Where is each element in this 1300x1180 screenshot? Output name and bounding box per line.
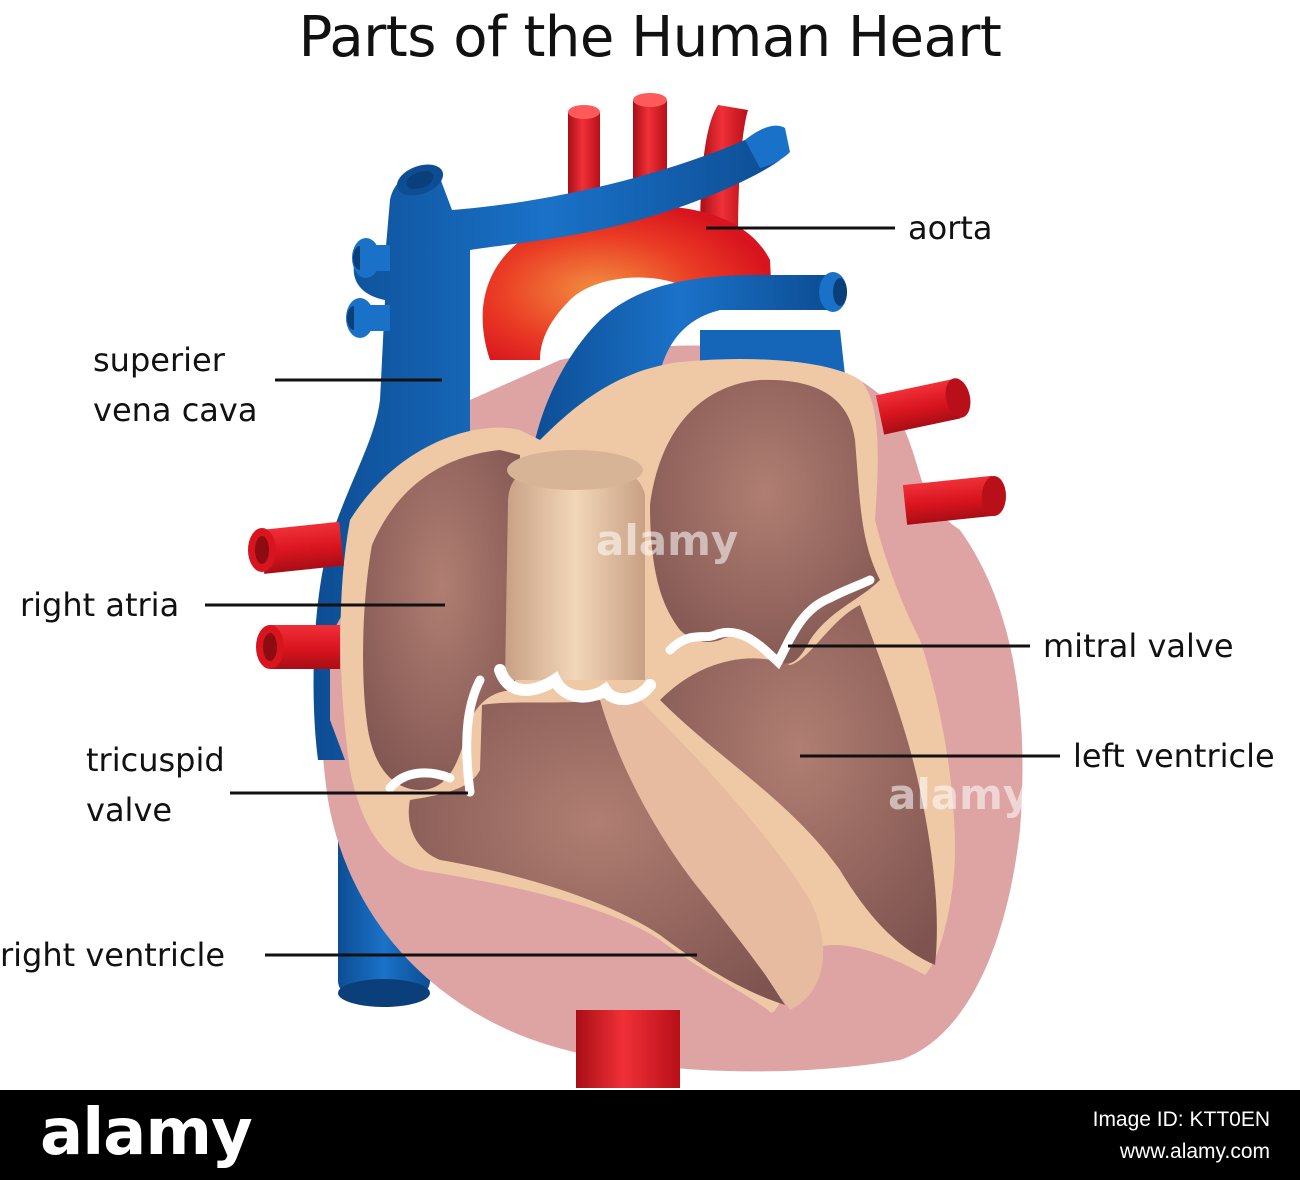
image-id-line: Image ID: KTT0EN xyxy=(1092,1108,1270,1131)
pulmonary-vein-lower xyxy=(902,475,997,525)
vessel-bottom xyxy=(576,1010,680,1088)
label-right-atria: right atria xyxy=(20,586,180,624)
left-atrium-chamber xyxy=(650,379,880,664)
pulmonary-valve xyxy=(494,664,656,705)
mitral-valve-leaflets xyxy=(665,575,875,670)
left-ventricle-chamber xyxy=(660,605,937,965)
vessel-left-upper xyxy=(259,521,344,574)
right-atrium-chamber xyxy=(363,450,520,790)
pulmonary-trunk xyxy=(505,461,645,680)
image-id-block: Image ID: KTT0EN www.alamy.com xyxy=(1093,1104,1270,1168)
label-superior-vena-cava: superier vena cava xyxy=(93,335,257,435)
septum xyxy=(600,690,824,1010)
tricuspid-valve-leaflets xyxy=(385,675,485,797)
brand-logo: alamy xyxy=(40,1096,253,1170)
label-aorta: aorta xyxy=(908,209,993,247)
pulmonary-vein-upper xyxy=(875,379,961,435)
diagram-title: Parts of the Human Heart xyxy=(298,5,1002,70)
label-superior-vena-cava-line2: vena cava xyxy=(93,391,258,429)
aortic-arch xyxy=(482,205,772,360)
label-tricuspid-valve-line2: valve xyxy=(86,791,173,829)
label-tricuspid-valve: tricuspid valve xyxy=(86,735,225,835)
right-ventricle-chamber xyxy=(408,700,785,1005)
watermark-1: alamy xyxy=(596,516,739,565)
leader-lines xyxy=(205,226,1060,957)
label-mitral-valve: mitral valve xyxy=(1043,627,1234,665)
website-line: www.alamy.com xyxy=(1119,1140,1270,1163)
superior-vena-cava xyxy=(313,130,780,760)
label-right-ventricle: right ventricle xyxy=(0,936,226,974)
label-superior-vena-cava-line1: superier xyxy=(93,341,225,379)
heart-illustration xyxy=(205,93,1060,1088)
watermark-2: alamy xyxy=(888,770,1031,819)
label-tricuspid-valve-line1: tricuspid xyxy=(86,741,225,779)
label-left-ventricle: left ventricle xyxy=(1073,737,1275,775)
footer-bar: alamy Image ID: KTT0EN www.alamy.com xyxy=(0,1090,1300,1180)
